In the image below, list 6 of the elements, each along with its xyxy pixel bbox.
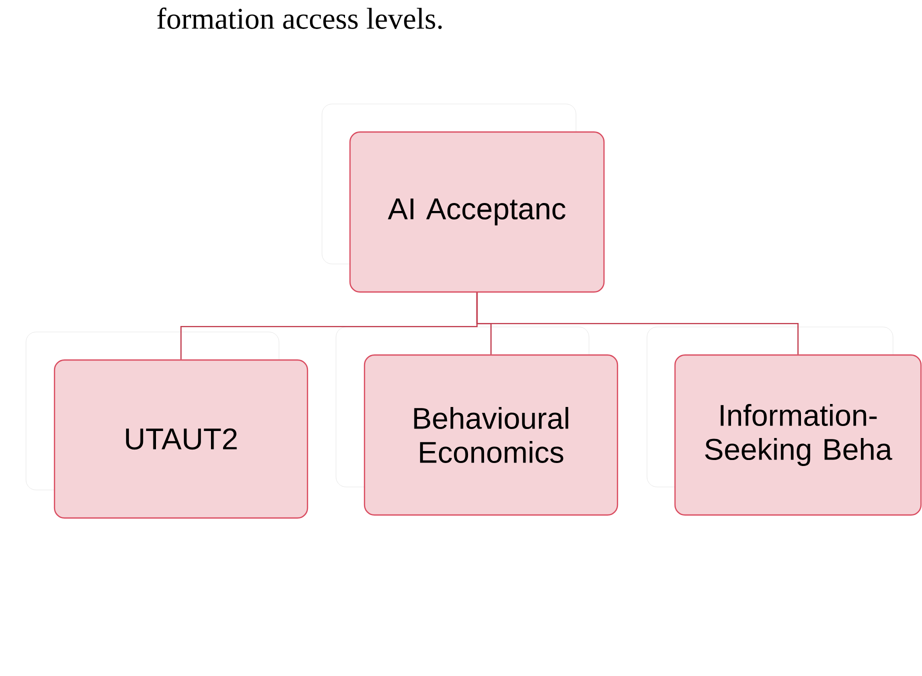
process-box: AI Acceptanc: [349, 131, 605, 293]
note-text: formation access levels.: [157, 8, 442, 30]
process-box: UTAUT2: [54, 359, 308, 519]
process-box: Information-Seeking Beha: [674, 354, 922, 516]
connector-line: [476, 292, 799, 354]
process-box: Behavioural Economics: [364, 354, 618, 516]
